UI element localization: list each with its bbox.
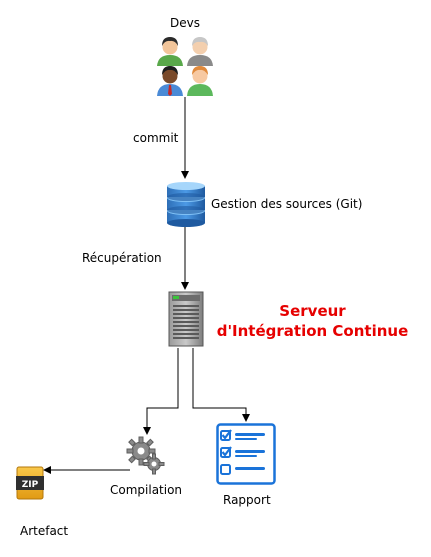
arrow-server-to-rapport bbox=[192, 348, 250, 422]
git-label: Gestion des sources (Git) bbox=[211, 197, 363, 211]
zip-badge-text: ZIP bbox=[22, 480, 39, 490]
zip-archive-icon: ZIP bbox=[16, 466, 44, 504]
ci-server-title: Serveur d'Intégration Continue bbox=[200, 301, 425, 341]
arrow-server-to-compilation bbox=[143, 348, 179, 435]
gears-icon bbox=[126, 436, 166, 480]
recuperation-label: Récupération bbox=[82, 251, 162, 265]
database-icon bbox=[165, 181, 207, 231]
checklist-icon bbox=[216, 423, 276, 489]
devs-label: Devs bbox=[170, 16, 200, 30]
ci-server-title-line1: Serveur bbox=[279, 302, 346, 320]
compilation-label: Compilation bbox=[110, 483, 183, 497]
server-icon bbox=[168, 291, 204, 351]
artefact-label: Artefact bbox=[20, 524, 69, 538]
ci-server-title-line2: d'Intégration Continue bbox=[216, 322, 409, 340]
rapport-label: Rapport bbox=[223, 493, 271, 507]
developers-group-icon bbox=[154, 34, 216, 102]
commit-label: commit bbox=[133, 131, 179, 145]
